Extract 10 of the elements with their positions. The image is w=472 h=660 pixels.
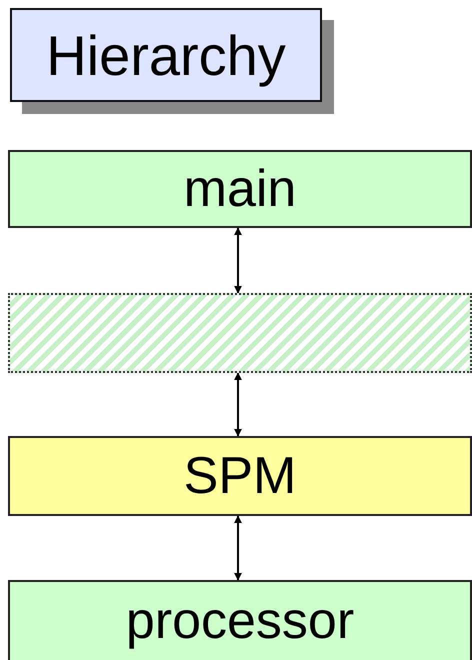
level-box bbox=[8, 580, 472, 660]
hatched-box bbox=[8, 293, 472, 373]
double-arrow bbox=[234, 372, 242, 437]
level-label: SPM bbox=[184, 450, 296, 502]
double-arrow bbox=[234, 227, 242, 294]
level-label: main bbox=[184, 163, 296, 215]
level-box bbox=[8, 150, 472, 228]
double-arrow bbox=[234, 515, 242, 581]
level-box bbox=[8, 436, 472, 516]
level-label: processor bbox=[126, 595, 354, 647]
